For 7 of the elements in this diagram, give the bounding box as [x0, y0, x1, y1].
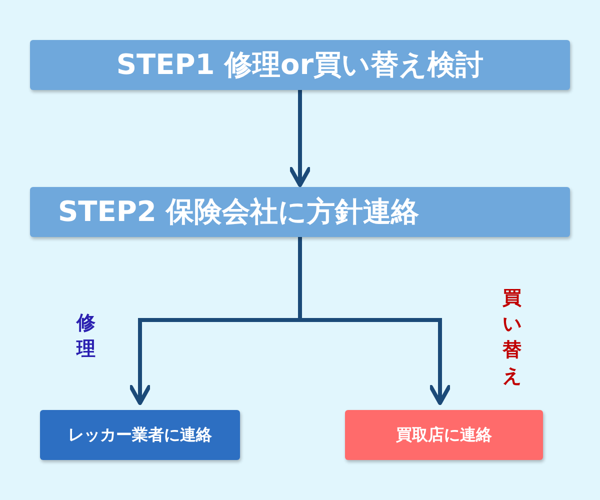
edge-label: 修理 — [76, 311, 96, 362]
action-box: レッカー業者に連絡 — [40, 410, 240, 460]
step-box: STEP2 保険会社に方針連絡 — [30, 187, 570, 237]
step-box: STEP1 修理or買い替え検討 — [30, 40, 570, 90]
action-box: 買取店に連絡 — [345, 410, 543, 460]
arrow — [289, 90, 311, 187]
edge-label: 買い替え — [502, 286, 522, 389]
